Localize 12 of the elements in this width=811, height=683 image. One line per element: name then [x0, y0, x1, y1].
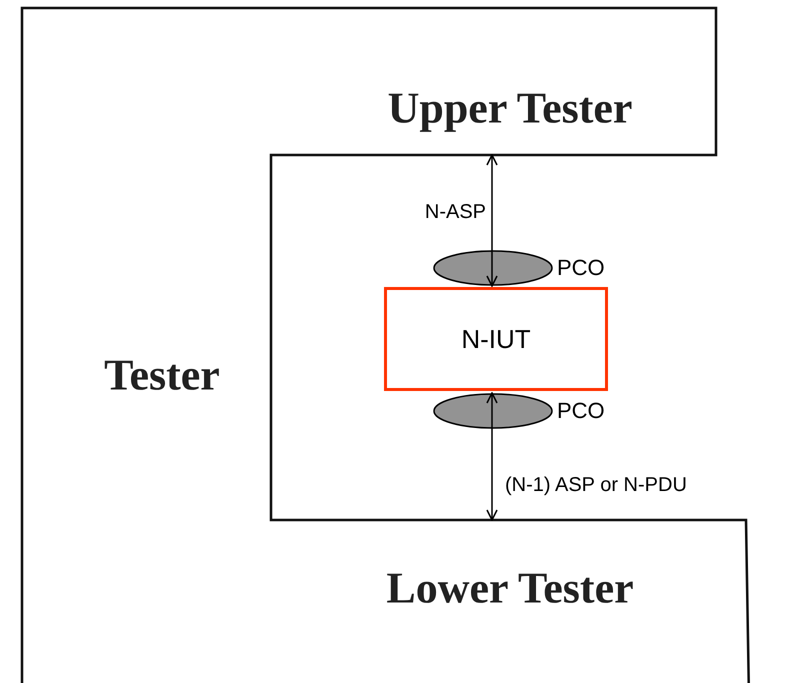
edge-label: (N-1) ASP or N-PDU — [505, 474, 687, 497]
tester-label: Upper Tester — [388, 82, 632, 134]
tester-label: Lower Tester — [386, 562, 634, 614]
double-arrow — [486, 154, 498, 287]
double-arrow — [486, 392, 498, 521]
iut-box — [384, 287, 608, 391]
pco-ellipse — [433, 393, 553, 429]
pco-label: PCO — [557, 255, 605, 281]
iut-label: N-IUT — [461, 324, 531, 354]
pco-label: PCO — [557, 398, 605, 424]
tester-label: Tester — [104, 350, 220, 400]
pco-ellipse — [433, 250, 553, 286]
